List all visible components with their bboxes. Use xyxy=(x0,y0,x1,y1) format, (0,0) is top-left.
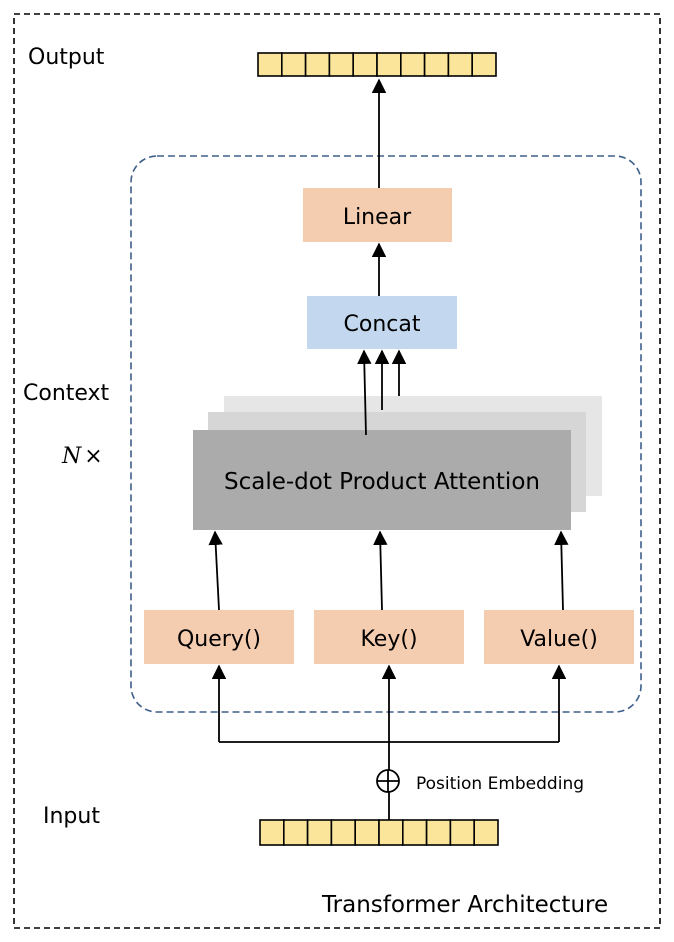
output-label: Output xyxy=(28,45,105,70)
arrow-head1-to-concat xyxy=(357,349,372,436)
query-label: Query() xyxy=(177,627,261,652)
output-vector-cell xyxy=(304,52,331,77)
concat-label: Concat xyxy=(344,312,421,337)
output-vector-cell xyxy=(257,52,283,77)
output-vector-cell xyxy=(471,52,497,77)
input-vector-cell xyxy=(401,819,428,846)
arrow-value-to-attention xyxy=(554,530,569,611)
caption: Transformer Architecture xyxy=(321,892,608,918)
key-label: Key() xyxy=(360,627,417,652)
input-vector-cell xyxy=(282,819,309,846)
arrow-key-to-attention xyxy=(373,530,388,611)
input-vector-cell xyxy=(473,819,499,846)
value-label: Value() xyxy=(520,627,598,652)
output-vector-cell xyxy=(447,52,473,77)
linear-label: Linear xyxy=(343,205,412,230)
input-vector-cell xyxy=(378,819,404,846)
output-vector-cell xyxy=(399,52,426,77)
n-variable: N xyxy=(61,444,82,469)
output-vector-cell xyxy=(280,52,307,77)
arrow-query-to-attention xyxy=(208,530,223,611)
context-label: Context xyxy=(23,381,110,406)
input-vector-cell xyxy=(354,819,380,846)
output-vector-cell xyxy=(423,52,450,77)
output-vector-cell xyxy=(376,52,402,77)
output-vector xyxy=(257,52,497,77)
concat-block xyxy=(307,296,457,349)
value-block xyxy=(484,610,634,664)
connectors xyxy=(208,78,569,820)
key-block xyxy=(314,610,464,664)
input-vector-cell xyxy=(425,819,452,846)
output-vector-cell xyxy=(328,52,354,77)
times-sign: × xyxy=(84,444,102,469)
input-vector-cell xyxy=(330,819,356,846)
linear-block xyxy=(303,188,452,242)
input-vector-cell xyxy=(306,819,333,846)
input-label: Input xyxy=(43,804,100,829)
outer-frame xyxy=(13,13,661,929)
circle-plus-icon xyxy=(376,769,400,793)
input-vector-cell xyxy=(259,819,285,846)
attention-block xyxy=(193,430,571,530)
position-embedding-label: Position Embedding xyxy=(416,774,584,794)
context-frame xyxy=(130,155,642,713)
output-vector-cell xyxy=(352,52,378,77)
input-vector xyxy=(259,819,499,846)
n-times-label: N× xyxy=(61,444,103,469)
query-block xyxy=(144,610,294,664)
input-vector-cell xyxy=(449,819,475,846)
attention-label: Scale-dot Product Attention xyxy=(224,469,540,495)
